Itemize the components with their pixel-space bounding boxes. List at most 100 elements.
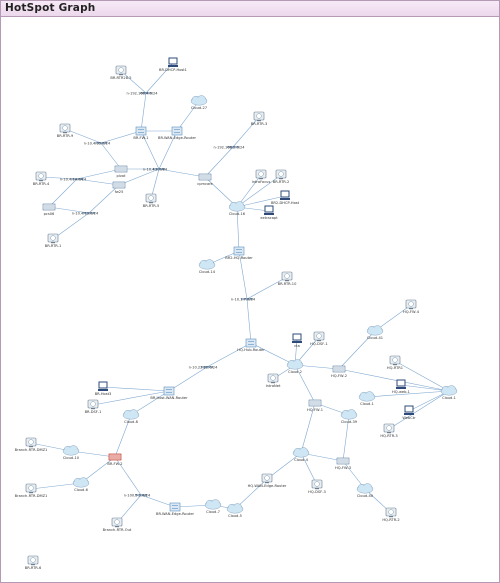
cloud-icon <box>226 503 244 514</box>
node-cloud6[interactable]: Cloud-6 <box>72 477 90 492</box>
node-brrtr2[interactable]: BR-RTR-2 <box>273 169 289 184</box>
link-n1041440-fw25 <box>76 178 120 186</box>
node-hqrtr3[interactable]: HQ-RTR-3 <box>380 423 398 438</box>
monitor-icon <box>27 555 39 566</box>
node-label: HQ-Hub-Router <box>237 348 265 352</box>
node-hqdsf1[interactable]: HQ-DSF-1 <box>310 331 328 346</box>
node-cloud40[interactable]: Cloud-40 <box>356 483 374 498</box>
node-pcs06[interactable]: pcs06 <box>42 203 56 216</box>
monitor-icon <box>383 423 395 434</box>
node-hqdsf3[interactable]: HQ-DSF-3 <box>308 479 326 494</box>
node-label: HQ-FW-1 <box>307 408 323 412</box>
node-branchdmz2[interactable]: Branch-RTR-DMZ1 <box>15 483 48 498</box>
link-brdhost-n19216840 <box>145 62 174 94</box>
monitor-icon <box>313 331 325 342</box>
node-intrafocus[interactable]: IntraFocus <box>252 169 271 184</box>
node-label: HQ-RTR-2 <box>382 518 399 522</box>
node-cloud39[interactable]: Cloud-39 <box>340 409 358 424</box>
node-n1041440[interactable]: n-10.4.14.0/24 <box>60 178 87 182</box>
node-brdhost2[interactable]: BR2-DHCP-Host <box>271 190 300 205</box>
node-cloud16[interactable]: Cloud-16 <box>228 201 246 216</box>
monitor-icon <box>311 479 323 490</box>
node-extracapt[interactable]: extracapt <box>260 205 278 220</box>
node-cloud27[interactable]: Cloud-27 <box>190 95 208 110</box>
link-brwan2-cloud8 <box>130 390 170 416</box>
node-cloud1[interactable]: Cloud-1 <box>440 385 458 400</box>
node-n10170[interactable]: n-10.1.7.0/24 <box>231 298 256 302</box>
node-cloud14[interactable]: Cloud-14 <box>198 259 216 274</box>
link-hqhub-cloud2 <box>250 342 296 366</box>
node-brrtr10[interactable]: BR-RTR-10 <box>278 271 297 286</box>
node-brwan3[interactable]: BR-WAN-Edge-Router <box>156 502 195 516</box>
monitor-icon <box>25 483 37 494</box>
node-label: n-192.168.4.0/24 <box>126 92 158 96</box>
monitor-icon <box>255 169 267 180</box>
node-brfw1[interactable]: BR-FW-1 <box>133 126 149 140</box>
node-brwan[interactable]: BR-WAN-Edge-Router <box>158 126 197 140</box>
node-brrtr5[interactable]: BR-RTR-5 <box>143 193 159 208</box>
node-label: n-10.4.2.0/24 <box>143 168 168 172</box>
router-icon <box>171 126 183 136</box>
node-label: Cloud-16 <box>229 212 246 216</box>
cloud-icon <box>356 483 374 494</box>
node-pivot[interactable]: pivot <box>114 165 128 178</box>
node-n104130[interactable]: n-10.4.13.0/24 <box>72 212 99 216</box>
node-label: HQ-DSF-1 <box>310 342 328 346</box>
node-label: BR-FW-1 <box>133 136 148 140</box>
node-label: BR-RTR-2 <box>273 180 289 184</box>
node-cloud1b[interactable]: Cloud-1 <box>358 391 376 406</box>
node-hqfw3[interactable]: HQ-FW-3 <box>335 457 351 470</box>
node-cloud5[interactable]: Cloud-5 <box>226 503 244 518</box>
node-brdhost[interactable]: BR-DHCP-Host1 <box>159 57 187 72</box>
node-brtr9[interactable]: BR-RTR-9 <box>57 123 74 138</box>
node-hqrtr1[interactable]: HQ-RTR1 <box>387 355 403 370</box>
node-cloud2[interactable]: Cloud-2 <box>286 359 304 374</box>
node-brrtr6[interactable]: BR-RTR-6 <box>25 555 42 570</box>
node-brtr4[interactable]: BR-RTR-4 <box>33 171 50 186</box>
node-hqhub[interactable]: HQ-Hub-Router <box>237 338 265 352</box>
link-brwan-n1042 <box>158 130 178 170</box>
link-pcs06-n104130 <box>48 206 90 214</box>
node-branchdmz1[interactable]: Branch-RTR-DMZ1 <box>15 437 48 452</box>
node-hqfw4[interactable]: HQ-FW-4 <box>403 299 420 314</box>
node-hqrtr2[interactable]: HQ-RTR-2 <box>382 507 400 522</box>
node-hqwan[interactable]: HQ-WAN-Edge-Router <box>248 473 287 488</box>
node-cloud4[interactable]: Cloud-4 <box>292 447 310 462</box>
node-cloud41[interactable]: Cloud-41 <box>366 325 384 340</box>
node-intranet[interactable]: IntraNet <box>266 373 281 388</box>
node-label: BR-FW-2 <box>107 462 122 466</box>
node-brfw2[interactable]: BR-FW-2 <box>107 453 123 466</box>
node-cpmcare[interactable]: cpmcare <box>197 173 214 186</box>
node-n1914330[interactable]: n-10.4.33.0/24 <box>84 142 111 146</box>
node-cloud7[interactable]: Cloud-7 <box>204 499 222 514</box>
node-brhq[interactable]: BR2-HQ-Router <box>225 246 253 260</box>
node-n102222[interactable]: n-10.22.22.0/24 <box>189 366 219 370</box>
node-hqfw2[interactable]: HQ-FW-2 <box>331 365 347 378</box>
node-label: n-10.1.7.0/24 <box>231 298 256 302</box>
node-fw25[interactable]: fw25 <box>112 181 126 194</box>
link-n19216840-brfw1 <box>140 92 147 132</box>
node-cta[interactable]: cta <box>292 333 302 348</box>
node-brdsf1[interactable]: BR-DSF-1 <box>85 399 102 414</box>
node-n1921683[interactable]: n-192.168.2.0/24 <box>213 146 245 150</box>
link-hqwan-cloud5 <box>234 478 268 510</box>
node-brhost3[interactable]: BR-Host3 <box>95 381 112 396</box>
node-hqfw1[interactable]: HQ-FW-1 <box>307 399 323 412</box>
node-n10051[interactable]: n-100.5.1.0/24 <box>124 494 151 498</box>
node-n1042[interactable]: n-10.4.2.0/24 <box>143 168 168 172</box>
node-brtr1[interactable]: BR-RTR-1 <box>45 233 61 248</box>
node-branchout[interactable]: Branch-RTR-Out <box>103 517 132 532</box>
router-icon <box>163 386 175 396</box>
node-brtr28[interactable]: BR-RTR28-5 <box>110 65 132 80</box>
node-brrtr3[interactable]: BR-RTR-3 <box>251 111 267 126</box>
network-graph[interactable]: BR-RTR28-5 BR-DHCP-Host1 n-192.168.4.0/24C… <box>1 17 499 582</box>
node-label: IntraFocus <box>252 180 271 184</box>
node-brwan2[interactable]: BR-Host-WAN-Router <box>150 386 188 400</box>
router-icon <box>233 246 245 256</box>
node-cloud8[interactable]: Cloud-8 <box>122 409 140 424</box>
node-hqweb1[interactable]: HQ-web-1 <box>392 379 410 394</box>
node-cloud10[interactable]: Cloud-10 <box>62 445 80 460</box>
monitor-icon <box>87 399 99 410</box>
node-webctr[interactable]: WebCtr <box>402 405 416 420</box>
node-n19216840[interactable]: n-192.168.4.0/24 <box>126 92 158 96</box>
